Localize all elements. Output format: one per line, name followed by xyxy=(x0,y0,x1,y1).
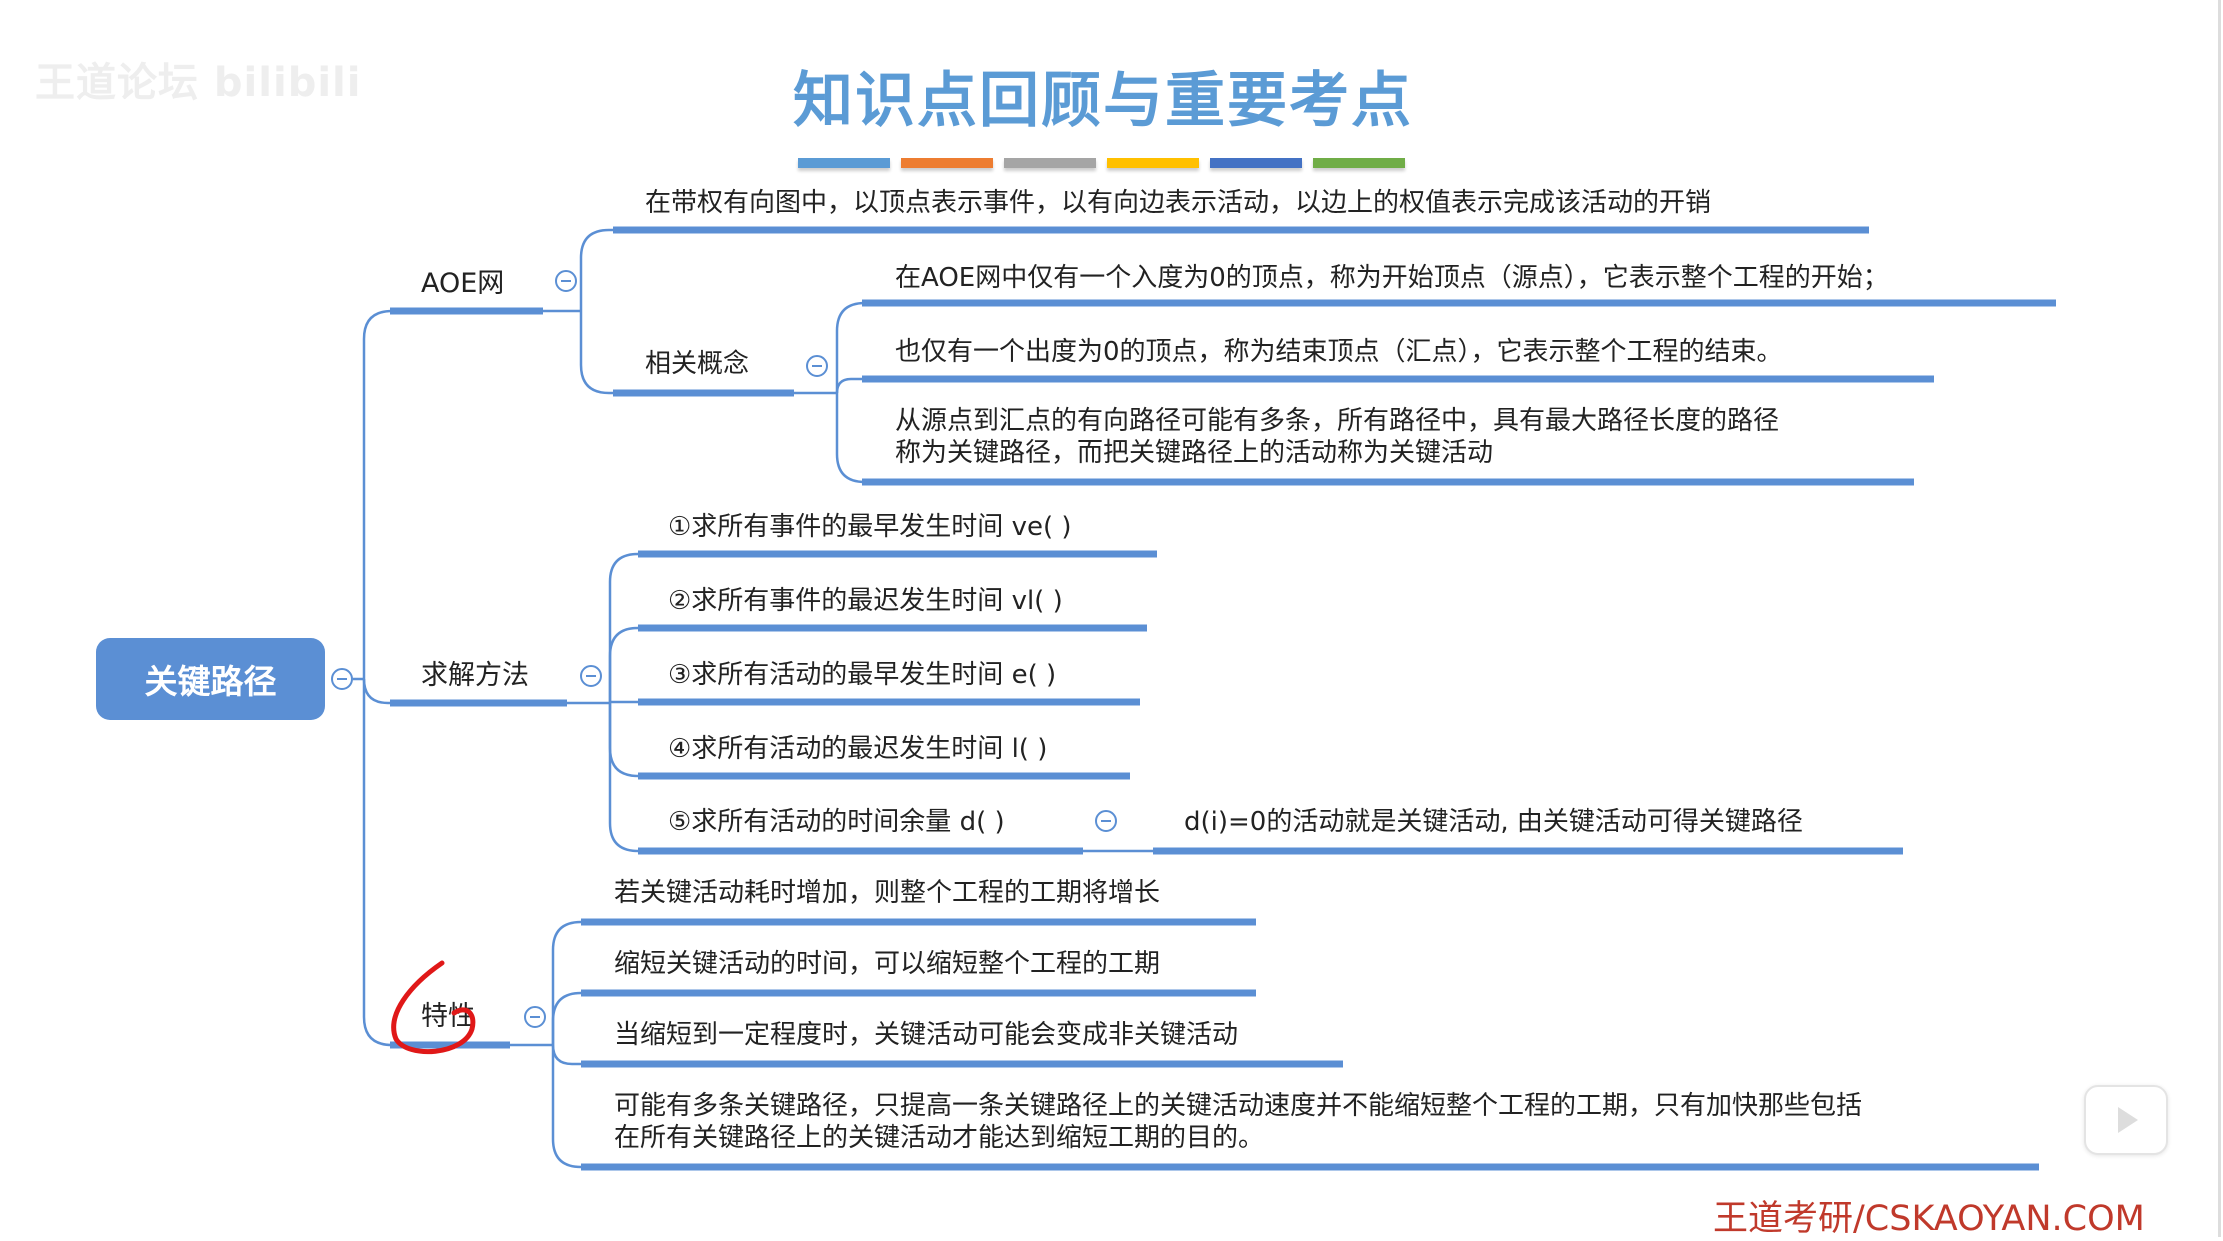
node-concept-3-line1[interactable]: 从源点到汇点的有向路径可能有多条，所有路径中，具有最大路径长度的路径 xyxy=(895,406,1780,436)
collapse-icon[interactable] xyxy=(580,665,602,687)
node-step-5-note[interactable]: d(i)=0的活动就是关键活动, 由关键活动可得关键路径 xyxy=(1184,807,1803,837)
node-step-5[interactable]: ⑤求所有活动的时间余量 d( ) xyxy=(668,807,1005,837)
connector-line xyxy=(608,552,639,703)
node-concept-2[interactable]: 也仅有一个出度为0的顶点，称为结束顶点（汇点），它表示整个工程的结束。 xyxy=(895,337,1783,367)
connector-line xyxy=(835,393,866,484)
watermark: 王道论坛 bilibili xyxy=(35,60,362,106)
node-step-4[interactable]: ④求所有活动的最迟发生时间 l( ) xyxy=(668,734,1048,764)
connector-line xyxy=(579,311,613,395)
collapse-icon[interactable] xyxy=(1095,810,1117,832)
node-prop-2[interactable]: 缩短关键活动的时间，可以缩短整个工程的工期 xyxy=(614,949,1161,979)
node-aoe-definition[interactable]: 在带权有向图中，以顶点表示事件，以有向边表示活动，以边上的权值表示完成该活动的开… xyxy=(645,188,1712,218)
node-concept-1[interactable]: 在AOE网中仅有一个入度为0的顶点，称为开始顶点（源点），它表示整个工程的开始； xyxy=(895,263,1889,293)
root-node[interactable]: 关键路径 xyxy=(96,638,325,720)
connector-line xyxy=(608,700,638,704)
connector-line xyxy=(608,703,639,778)
connector-line xyxy=(362,678,390,705)
title-color-bar xyxy=(798,158,890,168)
connector-line xyxy=(608,626,639,703)
collapse-icon[interactable] xyxy=(331,668,353,690)
connector-line xyxy=(551,1044,581,1066)
page-title: 知识点回顾与重要考点 xyxy=(793,66,1413,136)
node-prop-4-line1[interactable]: 可能有多条关键路径，只提高一条关键路径上的关键活动速度并不能缩短整个工程的工期，… xyxy=(614,1091,1863,1121)
collapse-icon[interactable] xyxy=(524,1006,546,1028)
node-step-3[interactable]: ③求所有活动的最早发生时间 e( ) xyxy=(668,660,1057,690)
connector-line xyxy=(551,991,582,1045)
connector-line xyxy=(551,1045,582,1169)
play-icon[interactable] xyxy=(2084,1085,2168,1155)
connector-line xyxy=(551,920,582,1045)
title-color-bar xyxy=(1313,158,1405,168)
node-step-2[interactable]: ②求所有事件的最迟发生时间 vl( ) xyxy=(668,586,1063,616)
node-prop-1[interactable]: 若关键活动耗时增加，则整个工程的工期将增长 xyxy=(614,878,1161,908)
node-method[interactable]: 求解方法 xyxy=(421,660,529,691)
node-prop-3[interactable]: 当缩短到一定程度时，关键活动可能会变成非关键活动 xyxy=(614,1020,1239,1050)
title-color-bar xyxy=(901,158,993,168)
node-aoe[interactable]: AOE网 xyxy=(421,268,505,299)
title-color-bar xyxy=(1004,158,1096,168)
node-props[interactable]: 特性 xyxy=(421,1001,475,1032)
connector-line xyxy=(608,703,639,853)
title-color-bar xyxy=(1210,158,1302,168)
connector-line xyxy=(362,309,393,679)
node-concepts[interactable]: 相关概念 xyxy=(645,349,750,379)
node-prop-4-line2[interactable]: 在所有关键路径上的关键活动才能达到缩短工期的目的。 xyxy=(614,1123,1265,1153)
footer-brand: 王道考研/CSKAOYAN.COM xyxy=(1713,1199,2145,1239)
node-concept-3-line2[interactable]: 称为关键路径，而把关键路径上的活动称为关键活动 xyxy=(895,438,1494,468)
collapse-icon[interactable] xyxy=(806,355,828,377)
collapse-icon[interactable] xyxy=(555,270,577,292)
window-edge xyxy=(2218,0,2221,1237)
connector-line xyxy=(579,228,613,311)
node-step-1[interactable]: ①求所有事件的最早发生时间 ve( ) xyxy=(668,512,1072,542)
connector-line xyxy=(835,377,862,394)
red-pen-annotation xyxy=(391,960,476,1055)
title-color-bar xyxy=(1107,158,1199,168)
